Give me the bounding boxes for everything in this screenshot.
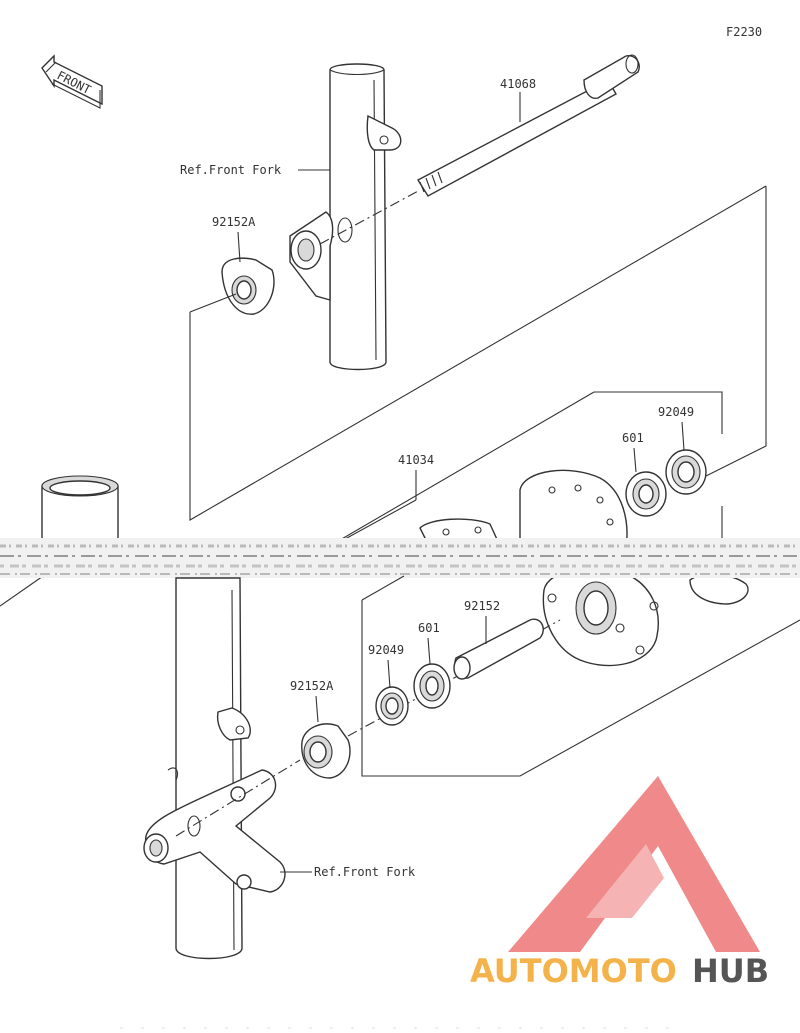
collar-lower (301, 723, 351, 779)
ref-front-fork-lower-label: Ref.Front Fork (314, 865, 416, 879)
label-seal-lower: 92049 (368, 643, 404, 657)
seal-lower (375, 686, 409, 726)
watermark-brand-part1: AUTOMOTO (470, 952, 677, 990)
collar-upper (221, 257, 275, 315)
label-spacer: 92152 (464, 599, 500, 613)
figure-code: F2230 (726, 25, 762, 39)
hub-spacer (453, 618, 544, 680)
bearing-lower (413, 663, 451, 709)
fork-tube-left (41, 475, 119, 549)
ref-front-fork-upper-label: Ref.Front Fork (180, 163, 282, 177)
seal-upper (665, 449, 707, 495)
axle-centerline-upper (319, 189, 421, 245)
bracket-line-long (189, 185, 767, 521)
front-axle (417, 54, 640, 197)
label-axle: 41068 (500, 77, 536, 91)
bracket-line-lower (361, 600, 800, 777)
axle-centerline-lower (175, 759, 301, 837)
upper-front-fork (289, 63, 402, 371)
label-collar-upper: 92152A (212, 215, 256, 229)
label-hub: 41034 (398, 453, 434, 467)
label-collar-lower: 92152A (290, 679, 334, 693)
front-direction-icon: FRONT (41, 54, 103, 109)
lower-front-fork (143, 577, 286, 960)
label-seal-upper: 92049 (658, 405, 694, 419)
bearing-upper (625, 471, 667, 517)
label-bearing-lower: 601 (418, 621, 440, 635)
watermark-logo (508, 776, 760, 952)
label-bearing-upper: 601 (622, 431, 644, 445)
wheel-hub (419, 469, 749, 667)
image-tear-band (0, 538, 800, 578)
watermark-brand-part2: HUB (692, 952, 769, 990)
